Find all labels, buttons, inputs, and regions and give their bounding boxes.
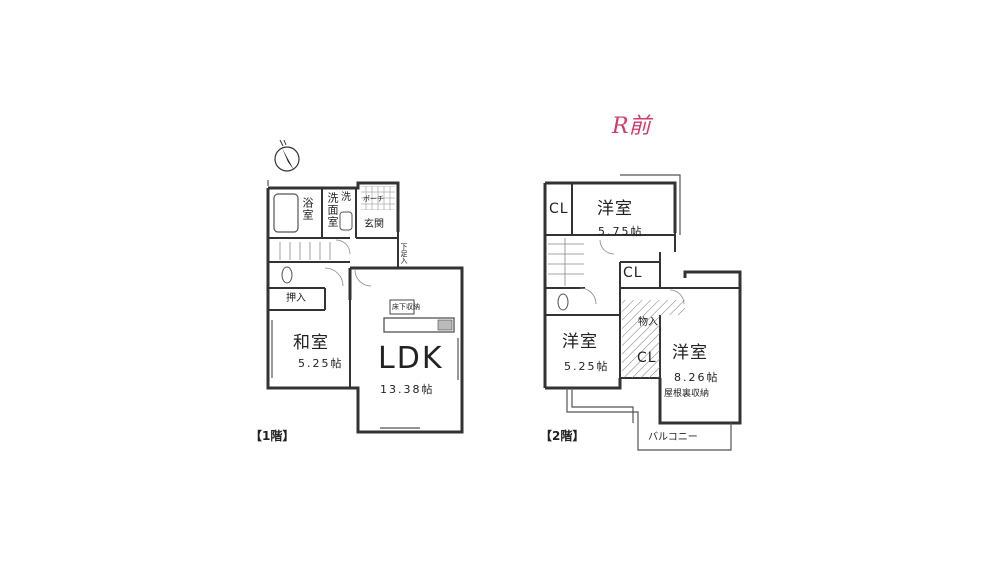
attic-hatch xyxy=(622,300,685,378)
label-cl-mid: CL xyxy=(623,265,643,281)
toilet-icon xyxy=(281,266,293,284)
label-balcony: バルコニー xyxy=(648,432,698,443)
stairs-1f xyxy=(279,242,331,260)
underfloor-storage-box xyxy=(389,299,415,315)
label-yoshitsu-b-size: 5.25帖 xyxy=(564,360,610,373)
porch-tiles xyxy=(361,186,395,210)
floor1-walls xyxy=(266,181,464,434)
label-washitsu-size: 5.25帖 xyxy=(298,357,344,370)
floor1-label: 【1階】 xyxy=(250,429,295,443)
label-entrance: 玄関 xyxy=(364,219,384,230)
stairs-2f xyxy=(548,238,584,286)
label-storage: 物入 xyxy=(638,317,658,328)
bathtub-icon xyxy=(273,193,299,233)
windows-1f xyxy=(267,180,459,429)
label-ldk: LDK xyxy=(378,341,444,376)
label-porch: ポーチ xyxy=(363,195,384,203)
label-wash-small: 洗 xyxy=(341,192,351,203)
label-bath: 浴室 xyxy=(301,197,314,221)
label-yoshitsu-c-size: 8.26帖 xyxy=(674,371,720,384)
label-yoshitsu-a-size: 5.75帖 xyxy=(598,225,644,238)
balcony-outlines xyxy=(566,174,732,451)
north-arrow-icon xyxy=(274,139,300,172)
label-attic: 屋根裏収納 xyxy=(664,389,710,399)
label-cl-low: CL xyxy=(637,350,657,366)
label-yoshitsu-c: 洋室 xyxy=(672,343,708,363)
label-ldk-size: 13.38帖 xyxy=(380,383,435,396)
toilet-2f-icon xyxy=(557,293,569,311)
label-cl-top: CL xyxy=(549,201,569,217)
doors-2f xyxy=(579,239,685,305)
floor2-label: 【2階】 xyxy=(540,429,585,443)
sink-icon xyxy=(339,211,353,231)
floor2-walls xyxy=(543,181,742,425)
label-washitsu: 和室 xyxy=(293,333,329,353)
label-washroom: 洗面室 xyxy=(326,192,339,228)
stove-icon xyxy=(437,319,453,331)
label-shoebox: 下足入 xyxy=(400,243,408,264)
label-storage-push: 押入 xyxy=(286,293,306,304)
label-underfloor: 床下収納 xyxy=(392,303,420,311)
kitchen-counter xyxy=(383,317,455,333)
label-yoshitsu-a: 洋室 xyxy=(597,199,633,219)
doors-1f xyxy=(324,239,372,287)
handwritten-note: R前 xyxy=(612,114,651,139)
label-yoshitsu-b: 洋室 xyxy=(562,332,598,352)
